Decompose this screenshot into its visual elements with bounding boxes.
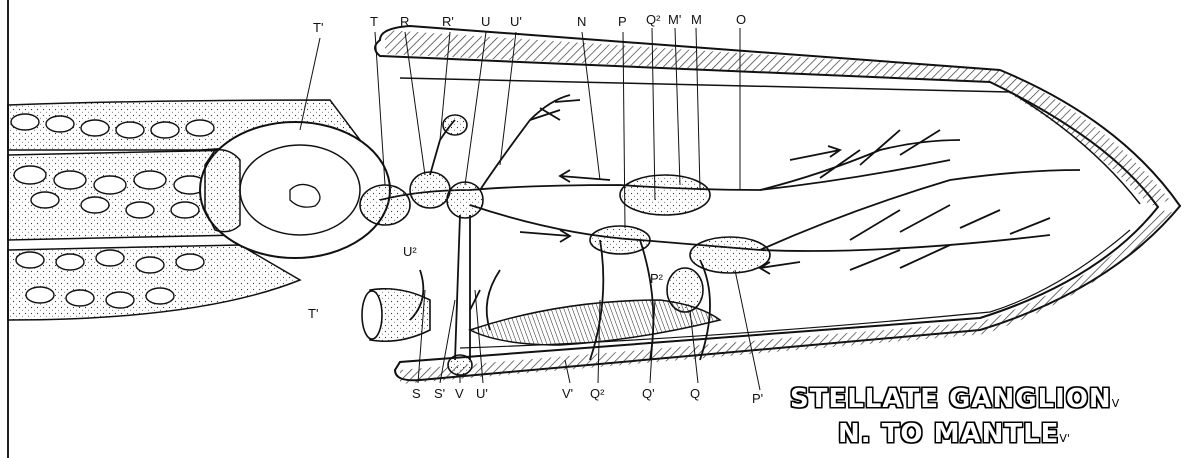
siphon: [362, 289, 430, 342]
label-m: M: [691, 12, 702, 27]
label-q: Q: [690, 386, 700, 401]
label-u: U: [481, 14, 490, 29]
head-capsule: [200, 122, 390, 258]
label-v: V: [455, 386, 464, 401]
label-u2: U²: [403, 244, 417, 259]
label-q-prime: Q': [642, 386, 655, 401]
label-u-prime-bottom: U': [476, 386, 488, 401]
label-t-prime-top: T': [313, 20, 323, 35]
label-p-prime: P': [752, 391, 763, 406]
legend-line-1-suffix: V: [1112, 397, 1120, 410]
label-m-prime: M': [668, 12, 681, 27]
label-q2-bottom: Q²: [590, 386, 605, 401]
label-o: O: [736, 12, 746, 27]
label-p: P: [618, 14, 627, 29]
label-n: N: [577, 14, 586, 29]
legend-line-2: N. TO MANTLEV': [838, 419, 1070, 449]
label-v-prime: V': [562, 386, 573, 401]
legend-line-1-text: STELLATE GANGLION: [790, 384, 1112, 414]
gill: [470, 300, 720, 345]
label-u-prime-top: U': [510, 14, 522, 29]
label-t-prime-bottom: T': [308, 306, 318, 321]
legend-line-2-suffix: V': [1059, 432, 1070, 445]
label-s-prime: S': [434, 386, 445, 401]
label-q2-top: Q²: [646, 12, 661, 27]
label-s: S: [412, 386, 421, 401]
label-r-prime: R': [442, 14, 454, 29]
label-r: R: [400, 14, 409, 29]
top-labels: T' T R R' U U' N P Q² M' M O: [313, 12, 746, 35]
legend-line-2-text: N. TO MANTLE: [838, 419, 1059, 449]
label-t: T: [370, 14, 378, 29]
legend-line-1: STELLATE GANGLIONV: [790, 384, 1119, 414]
bottom-labels: S S' V U' V' Q² Q' Q P': [412, 386, 763, 406]
label-p2: P²: [650, 271, 664, 286]
